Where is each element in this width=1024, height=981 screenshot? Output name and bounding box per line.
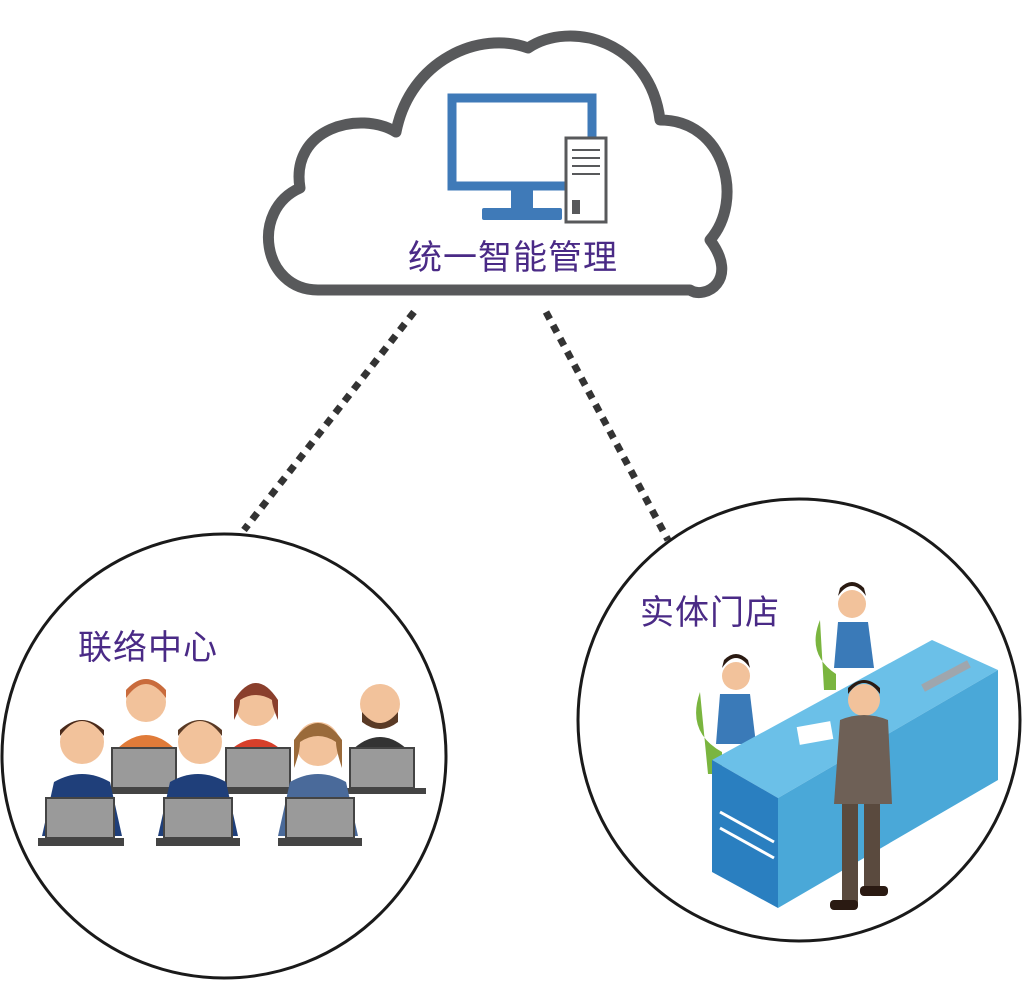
call-center-agents-illustration [38, 679, 426, 846]
connector-cloud-to-store [542, 310, 672, 542]
contact-center-circle [0, 532, 448, 980]
connector-cloud-to-contact-center [241, 309, 417, 533]
store-label: 实体门店 [640, 593, 780, 633]
cloud-label: 统一智能管理 [408, 238, 618, 278]
server-tower-icon [564, 136, 608, 224]
store-counter-illustration [696, 582, 998, 910]
contact-center-label: 联络中心 [78, 628, 218, 668]
